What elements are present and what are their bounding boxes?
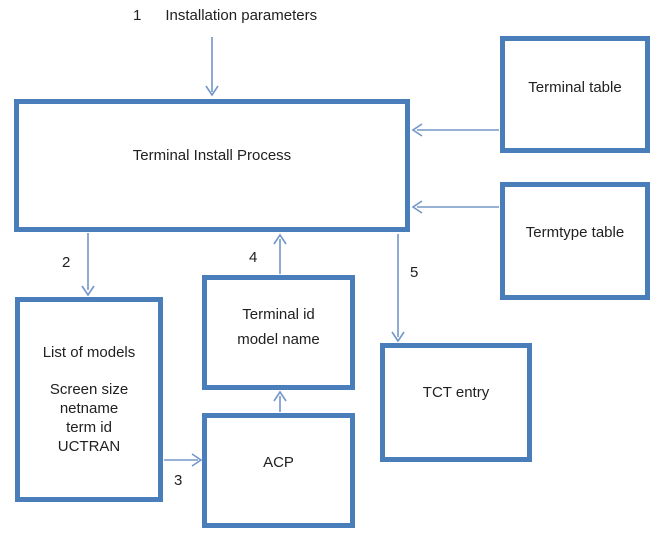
arrow-step5-process-to-tct	[391, 234, 405, 343]
list-of-models-line: term id	[66, 419, 112, 436]
box-list-of-models: List of models Screen size netname term …	[15, 297, 163, 502]
termtype-table-label: Termtype table	[525, 223, 625, 241]
step2-number: 2	[62, 254, 71, 271]
box-termtype-table: Termtype table	[500, 182, 650, 300]
arrow-terminal-table-to-process	[411, 123, 499, 137]
step1-caption: 1 Installation parameters	[133, 7, 317, 24]
box-terminal-install-process: Terminal Install Process	[14, 99, 410, 232]
arrow-termtype-table-to-process	[411, 200, 499, 214]
list-of-models-line: Screen size	[49, 381, 129, 398]
step1-number: 1	[133, 7, 142, 24]
terminal-id-line: Terminal id	[242, 305, 315, 323]
step1-label: Installation parameters	[165, 7, 318, 24]
tct-entry-label: TCT entry	[422, 384, 490, 401]
terminal-table-label: Terminal table	[528, 79, 622, 96]
box-terminal-table: Terminal table	[500, 36, 650, 153]
list-of-models-line: UCTRAN	[57, 438, 121, 455]
arrow-installation-params-down	[205, 37, 219, 97]
step3-number: 3	[174, 472, 183, 489]
model-name-line: model name	[237, 330, 320, 348]
box-terminal-id-model-name: Terminal id model name	[202, 275, 355, 390]
step4-number: 4	[249, 249, 258, 266]
acp-label: ACP	[263, 454, 294, 471]
list-of-models-line: netname	[59, 400, 119, 417]
arrow-acp-to-terminalid	[273, 390, 287, 412]
step5-number: 5	[410, 264, 419, 281]
box-tct-entry: TCT entry	[380, 343, 532, 462]
box-acp: ACP	[202, 413, 355, 528]
arrow-step2-process-to-list	[81, 233, 95, 297]
list-of-models-title: List of models	[42, 344, 136, 361]
arrow-step4-terminalid-to-process	[273, 233, 287, 274]
terminal-install-process-label: Terminal Install Process	[132, 146, 292, 164]
arrow-step3-list-to-acp	[164, 453, 203, 467]
